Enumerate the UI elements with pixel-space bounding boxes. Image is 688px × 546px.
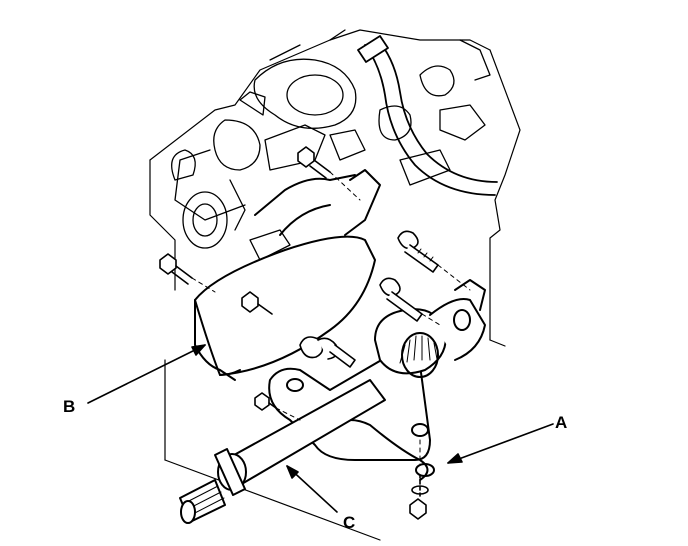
leader-arrow-a [448,424,553,463]
bolt-lower-small [255,393,276,410]
alignment-lines [192,172,470,465]
coolant-hose [358,36,497,195]
cover-b [195,170,380,380]
callout-label-c: C [343,513,356,532]
leader-arrow-c [287,466,337,512]
bolt-left-side [160,254,192,284]
bolt-bracket [300,337,355,367]
bolt-bottom [410,475,428,519]
callout-label-a: A [555,413,568,432]
bolt-mid-right [380,278,422,321]
bolt-upper-right [398,231,438,272]
bearing-housing [375,280,485,377]
bolt-group [160,147,438,519]
engine-block-detail [172,30,490,260]
bolt-cover-center [242,292,272,314]
bolt-upper-left [298,147,330,178]
leader-arrow-b [88,345,205,403]
callout-label-b: B [63,397,76,416]
intermediate-shaft [180,380,385,523]
